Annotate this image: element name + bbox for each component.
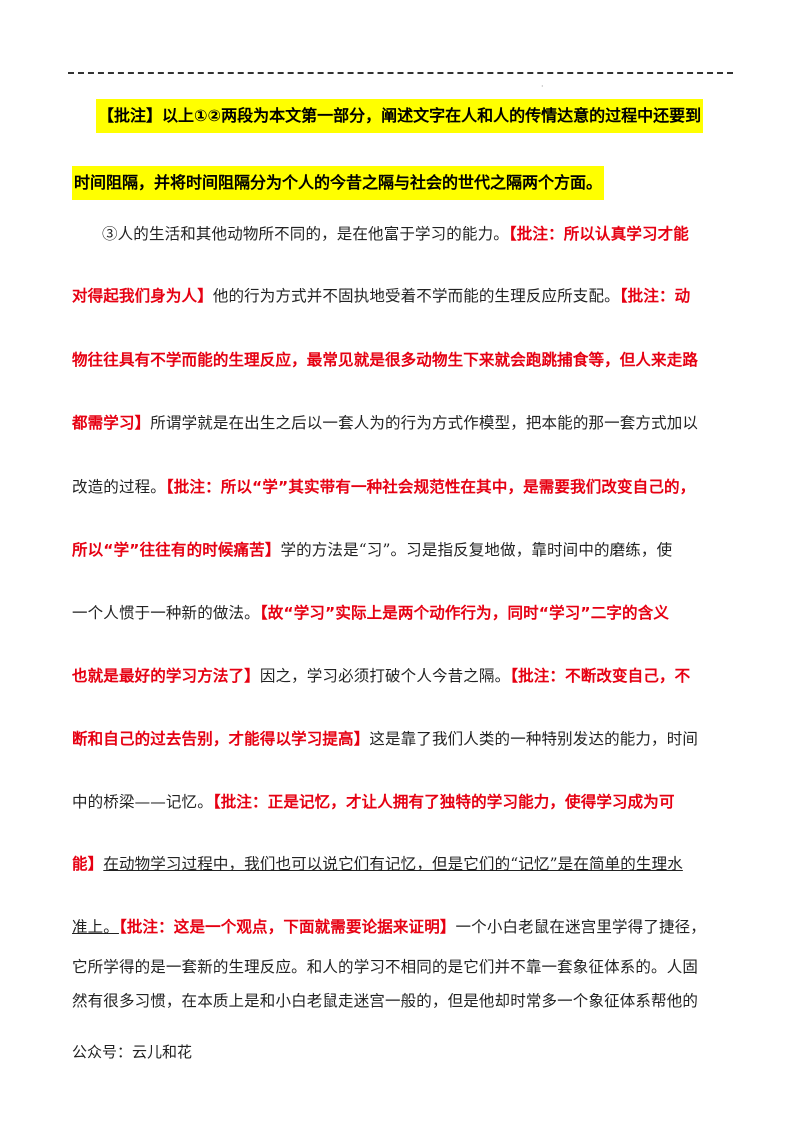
body-text: 因之，学习必须打破个人今昔之隔。 [259, 667, 511, 685]
annotation-text: 能】 [72, 855, 104, 873]
annotation-text: 物往往具有不学而能的生理反应，最常见就是很多动物生下来就会跑跳捕食等，但人来走路 [72, 351, 699, 369]
annotation-text: 【批注：所以“学”其实带有一种社会规范性在其中，是需要我们改变自己的， [165, 478, 696, 496]
footer-account-label: 公众号：云儿和花 [72, 1043, 193, 1061]
annotation-text: 【批注：所以认真学习才能 [508, 225, 689, 243]
body-text: 这是靠了我们人类的一种特别发达的能力，时间 [369, 730, 699, 748]
text-line-9: 断和自己的过去告别，才能得以学习提高】这是靠了我们人类的一种特别发达的能力，时间 [72, 727, 742, 751]
text-line-7: 一个人惯于一种新的做法。【故“学习”实际上是两个动作行为，同时“学习”二字的含义 [72, 601, 742, 625]
annotation-text: 所以“学”往往有的时候痛苦】 [72, 541, 281, 559]
text-line-12: 准上。【批注：这是一个观点，下面就需要论据来证明】一个小白老鼠在迷宫里学得了捷径… [72, 915, 742, 939]
annotation-text: 也就是最好的学习方法了】 [72, 667, 260, 685]
body-text: 一个小白老鼠在迷宫里学得了捷径， [455, 918, 706, 936]
text-line-4: 都需学习】所谓学就是在出生之后以一套人为的行为方式作模型，把本能的那一套方式加以 [72, 411, 742, 435]
annotation-text: 【故“学习”实际上是两个动作行为，同时“学习”二字的含义 [259, 604, 670, 622]
annotation-text: 断和自己的过去告别，才能得以学习提高】 [72, 730, 370, 748]
text-line-14: 然有很多习惯，在本质上是和小白老鼠走迷宫一般的，但是他却时常多一个象征体系帮他的 [72, 989, 742, 1013]
annotation-text: 【批注：正是记忆，才让人拥有了独特的学习能力，使得学习成为可 [212, 793, 675, 811]
body-text: 他的行为方式并不固执地受着不学而能的生理反应所支配。 [212, 287, 620, 305]
body-text: 所谓学就是在出生之后以一套人为的行为方式作模型，把本能的那一套方式加以 [150, 414, 699, 432]
text-line-10: 中的桥梁——记忆。【批注：正是记忆，才让人拥有了独特的学习能力，使得学习成为可 [72, 790, 742, 814]
annotation-text: 都需学习】 [72, 414, 151, 432]
text-line-5: 改造的过程。【批注：所以“学”其实带有一种社会规范性在其中，是需要我们改变自己的… [72, 475, 742, 499]
stray-dot: · [541, 82, 544, 91]
annotation-text: 【批注：不断改变自己，不 [510, 667, 691, 685]
annotation-text: 对得起我们身为人】 [72, 287, 213, 305]
text-line-11: 能】在动物学习过程中，我们也可以说它们有记忆，但是它们的“记忆”是在简单的生理水 [72, 852, 742, 876]
body-text: 然有很多习惯，在本质上是和小白老鼠走迷宫一般的，但是他却时常多一个象征体系帮他的 [72, 992, 699, 1010]
body-text: 改造的过程。 [72, 478, 166, 496]
text-line-6: 所以“学”往往有的时候痛苦】学的方法是“习”。习是指反复地做，靠时间中的磨练，使 [72, 538, 742, 562]
underlined-text: 准上。 [72, 918, 119, 936]
underlined-text: 在动物学习过程中，我们也可以说它们有记忆，但是它们的“记忆”是在简单的生理水 [103, 855, 683, 873]
text-line-13: 它所学得的是一套新的生理反应。和人的学习不相同的是它们并不靠一套象征体系的。人固 [72, 955, 742, 979]
annotation-text: 【批注：动 [619, 287, 691, 305]
text-line-1: ③人的生活和其他动物所不同的，是在他富于学习的能力。【批注：所以认真学习才能 [102, 222, 742, 246]
body-text: 一个人惯于一种新的做法。 [72, 604, 260, 622]
highlighted-annotation-line-2: 时间阻隔，并将时间阻隔分为个人的今昔之隔与社会的世代之隔两个方面。 [72, 166, 605, 200]
body-text: 中的桥梁——记忆。 [72, 793, 213, 811]
body-text: ③人的生活和其他动物所不同的，是在他富于学习的能力。 [102, 225, 509, 243]
dashed-separator [68, 72, 733, 74]
annotation-text: 【批注：这是一个观点，下面就需要论据来证明】 [118, 918, 456, 936]
body-text: 学的方法是“习”。习是指反复地做，靠时间中的磨练，使 [280, 541, 673, 559]
body-text: 它所学得的是一套新的生理反应。和人的学习不相同的是它们并不靠一套象征体系的。人固 [72, 958, 699, 976]
text-line-2: 对得起我们身为人】他的行为方式并不固执地受着不学而能的生理反应所支配。【批注：动 [72, 284, 742, 308]
highlighted-annotation-line-1: 【批注】以上①②两段为本文第一部分，阐述文字在人和人的传情达意的过程中还要到 [96, 99, 704, 133]
text-line-8: 也就是最好的学习方法了】因之，学习必须打破个人今昔之隔。【批注：不断改变自己，不 [72, 664, 742, 688]
text-line-3: 物往往具有不学而能的生理反应，最常见就是很多动物生下来就会跑跳捕食等，但人来走路 [72, 348, 742, 372]
